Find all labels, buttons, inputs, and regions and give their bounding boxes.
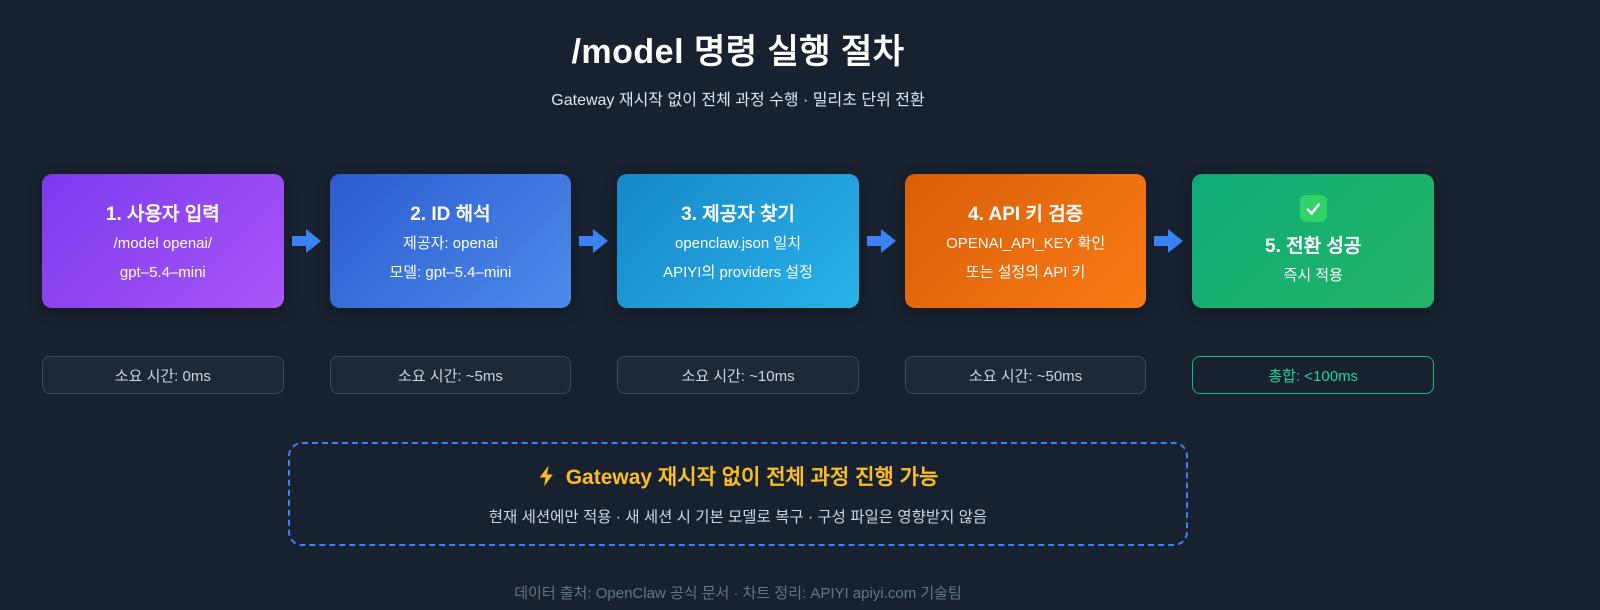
- flow-arrow: [859, 228, 905, 254]
- flow-arrow: [1146, 228, 1192, 254]
- step-title: 4. API 키 검증: [968, 203, 1084, 225]
- timing-badge-4: 소요 시간: ~50ms: [904, 356, 1147, 394]
- note-body: 현재 세션에만 적용 · 새 세션 시 기본 모델로 복구 · 구성 파일은 영…: [488, 509, 988, 526]
- step-line: APIYI의 providers 설정: [663, 263, 813, 281]
- timing-badge-row: 소요 시간: 0ms 소요 시간: ~5ms 소요 시간: ~10ms 소요 시…: [42, 356, 1435, 394]
- page-subtitle: Gateway 재시작 없이 전체 과정 수행 · 밀리초 단위 전환: [551, 92, 925, 109]
- page-title: /model 명령 실행 절차: [571, 33, 905, 71]
- step-card-5: 5. 전환 성공 즉시 적용: [1192, 174, 1435, 308]
- step-title: 1. 사용자 입력: [105, 203, 220, 225]
- step-line: OPENAI_API_KEY 확인: [946, 234, 1106, 252]
- step-card-4: 4. API 키 검증 OPENAI_API_KEY 확인 또는 설정의 API…: [904, 174, 1147, 308]
- lightning-icon: [539, 465, 553, 487]
- step-line: openclaw.json 일치: [675, 234, 802, 252]
- step-line: 제공자: openai: [403, 234, 498, 252]
- timing-badge-2: 소요 시간: ~5ms: [329, 356, 572, 394]
- note-box: Gateway 재시작 없이 전체 과정 진행 가능 현재 세션에만 적용 · …: [288, 442, 1188, 546]
- flow-arrow-icon: [579, 229, 609, 253]
- flow-arrow: [571, 228, 617, 254]
- step-card-2: 2. ID 해석 제공자: openai 모델: gpt–5.4–mini: [329, 174, 572, 308]
- flow-arrow-icon: [866, 229, 896, 253]
- step-line: 또는 설정의 API 키: [965, 263, 1086, 281]
- step-title: 3. 제공자 찾기: [681, 203, 795, 225]
- flow-arrow-icon: [291, 229, 321, 253]
- success-check-icon: [1299, 195, 1327, 223]
- step-line: 모델: gpt–5.4–mini: [389, 263, 512, 281]
- step-title: 5. 전환 성공: [1265, 236, 1362, 258]
- flow-arrow-icon: [1154, 229, 1184, 253]
- flow-row: 1. 사용자 입력 /model openai/ gpt–5.4–mini 2.…: [42, 174, 1435, 308]
- note-title: Gateway 재시작 없이 전체 과정 진행 가능: [565, 466, 939, 489]
- timing-badge-3: 소요 시간: ~10ms: [617, 356, 859, 394]
- step-card-1: 1. 사용자 입력 /model openai/ gpt–5.4–mini: [42, 174, 284, 308]
- step-line: gpt–5.4–mini: [119, 263, 206, 281]
- footer-credit: 데이터 출처: OpenClaw 공식 문서 · 차트 정리: APIYI ap…: [514, 585, 962, 602]
- timing-badge-1: 소요 시간: 0ms: [42, 356, 284, 394]
- total-time-badge: 총합: <100ms: [1192, 356, 1435, 394]
- diagram-canvas: /model 명령 실행 절차 Gateway 재시작 없이 전체 과정 수행 …: [42, 0, 1435, 603]
- step-line: /model openai/: [113, 234, 213, 252]
- step-line: 즉시 적용: [1283, 267, 1343, 285]
- flow-arrow: [284, 228, 330, 254]
- step-card-3: 3. 제공자 찾기 openclaw.json 일치 APIYI의 provid…: [617, 174, 859, 308]
- step-title: 2. ID 해석: [410, 203, 491, 225]
